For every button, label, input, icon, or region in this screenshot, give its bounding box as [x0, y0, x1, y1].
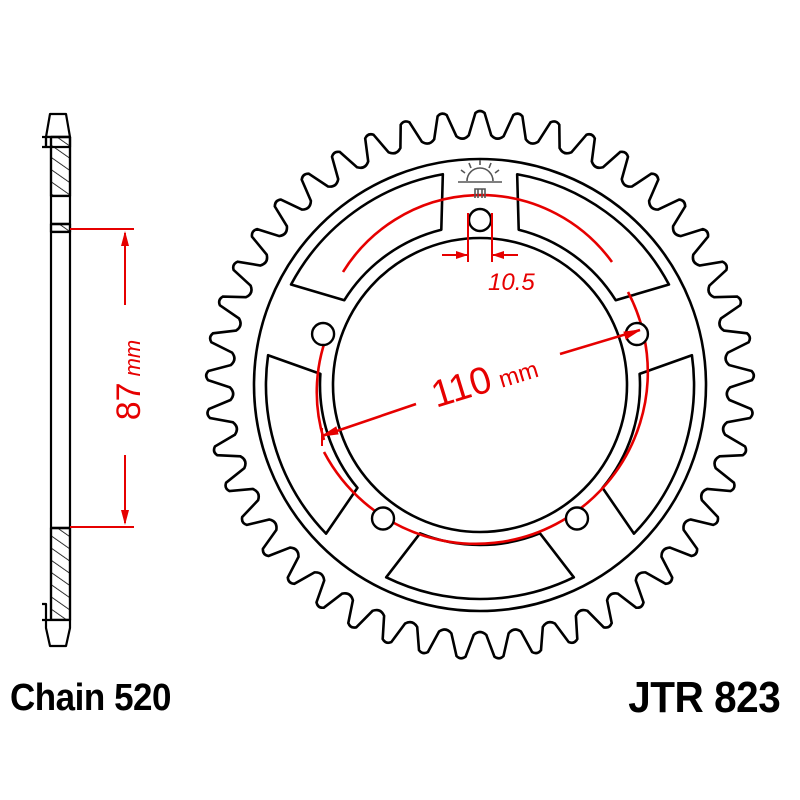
bolt-hole	[370, 506, 396, 531]
lightening-cutout	[601, 353, 696, 535]
bolt-hole	[467, 207, 493, 233]
lightening-cutout	[384, 532, 576, 601]
sprocket-front-view	[204, 109, 756, 660]
lightening-cutouts	[264, 172, 696, 601]
center-bore	[331, 236, 629, 534]
lightening-cutout	[515, 172, 671, 302]
side-profile-view	[42, 112, 72, 648]
hub-width-unit: mm	[120, 340, 145, 377]
bolt-circle-label: 110mm	[426, 345, 542, 417]
sprocket-teeth-outline	[204, 109, 756, 660]
bolt-circle-diameter-line	[321, 328, 641, 446]
bolt-holes	[310, 207, 650, 531]
bolt-hole	[564, 506, 590, 531]
lightening-cutout	[289, 172, 445, 302]
hub-width-label: 87 mm	[110, 340, 148, 420]
jt-logo-icon	[458, 160, 502, 198]
chain-size-label: Chain 520	[10, 677, 172, 719]
bolt-hole-label: 10.5	[488, 269, 535, 296]
part-number-label: JTR 823	[627, 673, 781, 722]
lightening-cutout	[264, 353, 359, 535]
svg-text:87mm: 87 mm	[110, 340, 148, 420]
hub-width-dimension	[70, 228, 134, 528]
bolt-hole-dimension	[442, 213, 518, 262]
plate-ring	[252, 157, 708, 613]
bolt-hole	[310, 321, 336, 347]
hub-width-value: 87	[110, 382, 148, 420]
